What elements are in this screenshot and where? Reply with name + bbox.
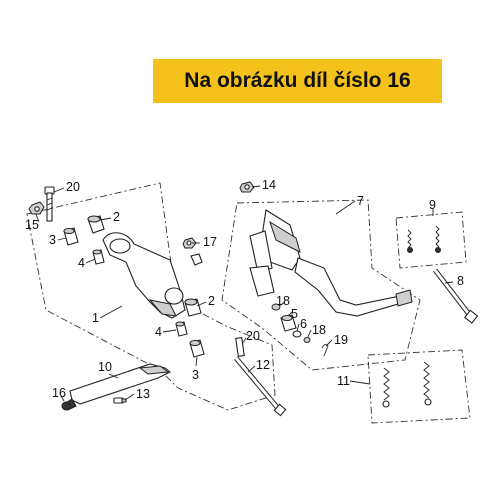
callout-12: 12: [256, 358, 270, 372]
callout-8: 8: [457, 274, 464, 288]
washer-18-upper: [271, 303, 281, 311]
callout-6: 6: [300, 317, 307, 331]
callout-13: 13: [136, 387, 150, 401]
bolt-14: [239, 181, 255, 193]
callout-numbers: 20 2 15 3 4 17 1 2 4 3 20 12 10 16 13 14…: [25, 178, 464, 401]
main-stand-group-outline: [221, 199, 421, 371]
callout-18-lower: 18: [312, 323, 326, 337]
washer-4-lower: [175, 321, 188, 337]
main-stand-7: [249, 209, 413, 317]
bushing-2-top: [87, 215, 105, 234]
callout-4-lower: 4: [155, 325, 162, 339]
callout-7: 7: [357, 194, 364, 208]
pin-18-lower: [303, 337, 311, 343]
callout-18-upper: 18: [276, 294, 290, 308]
callout-16: 16: [52, 386, 66, 400]
washer-6: [292, 330, 302, 338]
callout-2-top: 2: [113, 210, 120, 224]
callout-20-lower: 20: [246, 329, 260, 343]
spring-detail-box-9: [395, 211, 467, 269]
collar-3-lower: [189, 339, 205, 358]
bolt-20-top: [44, 186, 55, 222]
part-number-banner: Na obrázku díl číslo 16: [153, 59, 442, 103]
screw-13: [113, 397, 127, 404]
banner-text: Na obrázku díl číslo 16: [184, 69, 411, 92]
callout-9: 9: [429, 198, 436, 212]
callout-15: 15: [25, 218, 39, 232]
rubber-pad-16: [61, 401, 71, 411]
springs-9: [407, 225, 441, 253]
callout-5: 5: [291, 307, 298, 321]
side-stand-bracket-1: [102, 232, 186, 319]
washer-4-top: [92, 249, 105, 265]
nut-17: [182, 237, 203, 266]
callout-10: 10: [98, 360, 112, 374]
callout-17: 17: [203, 235, 217, 249]
leader-lines: [35, 185, 454, 402]
callout-14: 14: [262, 178, 276, 192]
callout-3-lower: 3: [192, 368, 199, 382]
bolt-20-lower: [235, 337, 245, 357]
collar-3-top: [63, 227, 79, 246]
callout-1: 1: [92, 311, 99, 325]
nut-15: [28, 201, 45, 215]
springs-11: [382, 361, 432, 408]
long-bolt-12: [234, 356, 287, 417]
callout-19: 19: [334, 333, 348, 347]
spring-detail-box-11: [367, 349, 471, 424]
callout-3-top: 3: [49, 233, 56, 247]
bolt-8: [433, 268, 479, 324]
bushing-2-lower: [184, 298, 202, 317]
callout-2-lower: 2: [208, 294, 215, 308]
callout-11: 11: [337, 374, 350, 388]
callout-4-top: 4: [78, 256, 85, 270]
cotter-pin-19: [321, 343, 329, 357]
callout-20-top: 20: [66, 180, 80, 194]
